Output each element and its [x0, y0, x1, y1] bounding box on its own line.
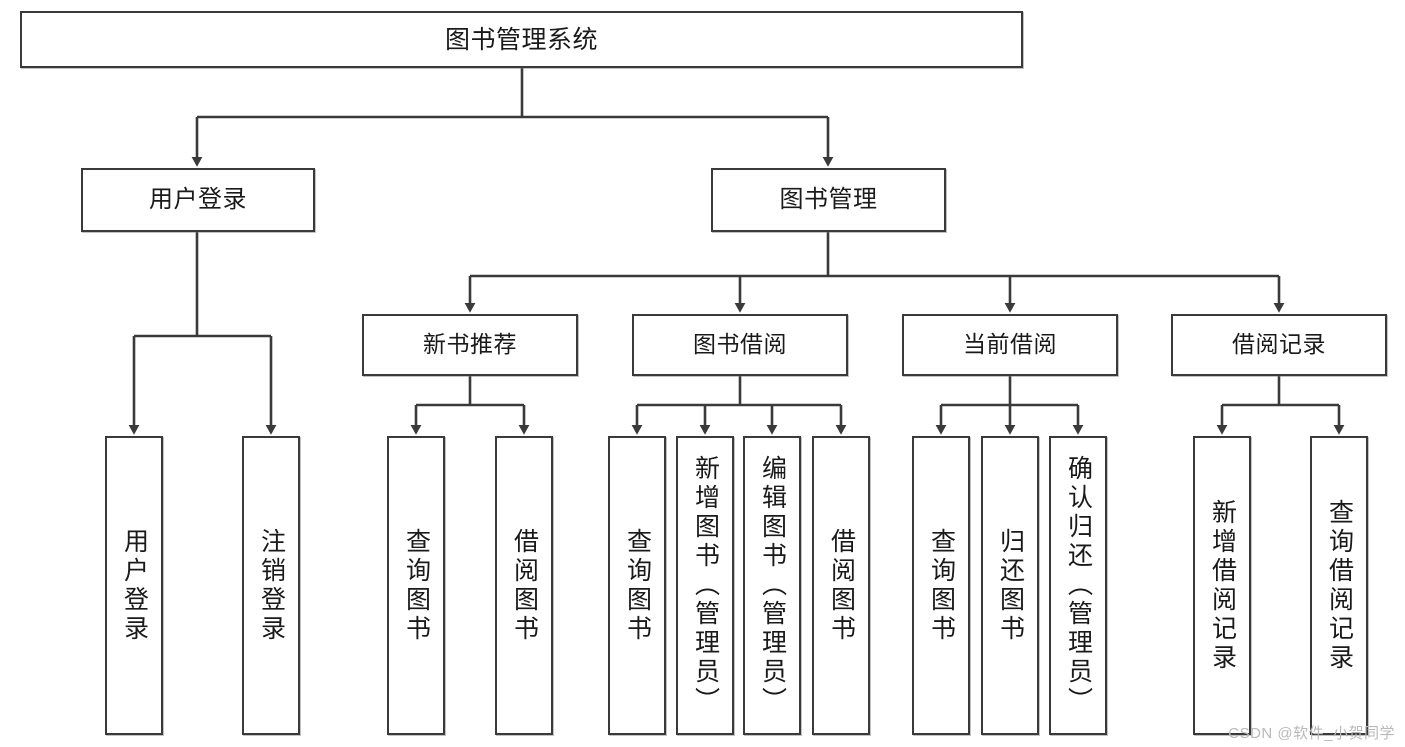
node-new-book-recommend[interactable]: 新书推荐	[362, 314, 578, 376]
watermark: CSDN @软件_小贺同学	[1228, 725, 1395, 742]
node-borrow-record[interactable]: 借阅记录	[1171, 314, 1387, 376]
leaf-bookborrow-edit-book[interactable]: 编辑图书（管理员）	[743, 436, 801, 735]
leaf-bookborrow-query-book[interactable]: 查询图书	[608, 436, 666, 735]
leaf-bookborrow-query-book-label: 查询图书	[623, 527, 652, 644]
leaf-user-login-label: 用户登录	[120, 527, 149, 644]
leaf-borrowrecord-add-record-label: 新增借阅记录	[1208, 498, 1237, 673]
leaf-currentborrow-query-book[interactable]: 查询图书	[912, 436, 970, 735]
leaf-newbook-query-book[interactable]: 查询图书	[387, 436, 445, 735]
leaf-bookborrow-add-book-label: 新增图书（管理员）	[691, 455, 720, 716]
node-book-manage-label: 图书管理	[779, 185, 878, 213]
node-current-borrow-label: 当前借阅	[963, 331, 1057, 358]
node-new-book-recommend-label: 新书推荐	[423, 331, 517, 358]
leaf-currentborrow-confirm-return-label: 确认归还（管理员）	[1064, 455, 1093, 716]
leaf-bookborrow-edit-book-label: 编辑图书（管理员）	[758, 455, 787, 716]
leaf-user-login[interactable]: 用户登录	[105, 436, 163, 735]
leaf-currentborrow-return-book-label: 归还图书	[996, 527, 1025, 644]
node-book-manage[interactable]: 图书管理	[711, 168, 946, 232]
leaf-bookborrow-borrow-book[interactable]: 借阅图书	[812, 436, 870, 735]
leaf-currentborrow-confirm-return[interactable]: 确认归还（管理员）	[1049, 436, 1107, 735]
node-current-borrow[interactable]: 当前借阅	[902, 314, 1118, 376]
leaf-currentborrow-query-book-label: 查询图书	[927, 527, 956, 644]
node-user-login-label: 用户登录	[149, 185, 247, 213]
leaf-newbook-borrow-book[interactable]: 借阅图书	[495, 436, 553, 735]
node-book-borrow[interactable]: 图书借阅	[632, 314, 848, 376]
leaf-borrowrecord-query-record-label: 查询借阅记录	[1325, 498, 1354, 673]
node-user-login[interactable]: 用户登录	[81, 168, 315, 232]
leaf-bookborrow-borrow-book-label: 借阅图书	[827, 527, 856, 644]
leaf-logout[interactable]: 注销登录	[242, 436, 300, 735]
leaf-newbook-borrow-book-label: 借阅图书	[510, 527, 539, 644]
node-borrow-record-label: 借阅记录	[1232, 331, 1326, 358]
node-root-label: 图书管理系统	[444, 25, 598, 54]
leaf-newbook-query-book-label: 查询图书	[402, 527, 431, 644]
leaf-borrowrecord-query-record[interactable]: 查询借阅记录	[1310, 436, 1368, 735]
leaf-logout-label: 注销登录	[257, 527, 286, 644]
leaf-currentborrow-return-book[interactable]: 归还图书	[981, 436, 1039, 735]
node-book-borrow-label: 图书借阅	[693, 331, 787, 358]
leaf-borrowrecord-add-record[interactable]: 新增借阅记录	[1193, 436, 1251, 735]
leaf-bookborrow-add-book[interactable]: 新增图书（管理员）	[676, 436, 734, 735]
node-root[interactable]: 图书管理系统	[20, 11, 1023, 68]
